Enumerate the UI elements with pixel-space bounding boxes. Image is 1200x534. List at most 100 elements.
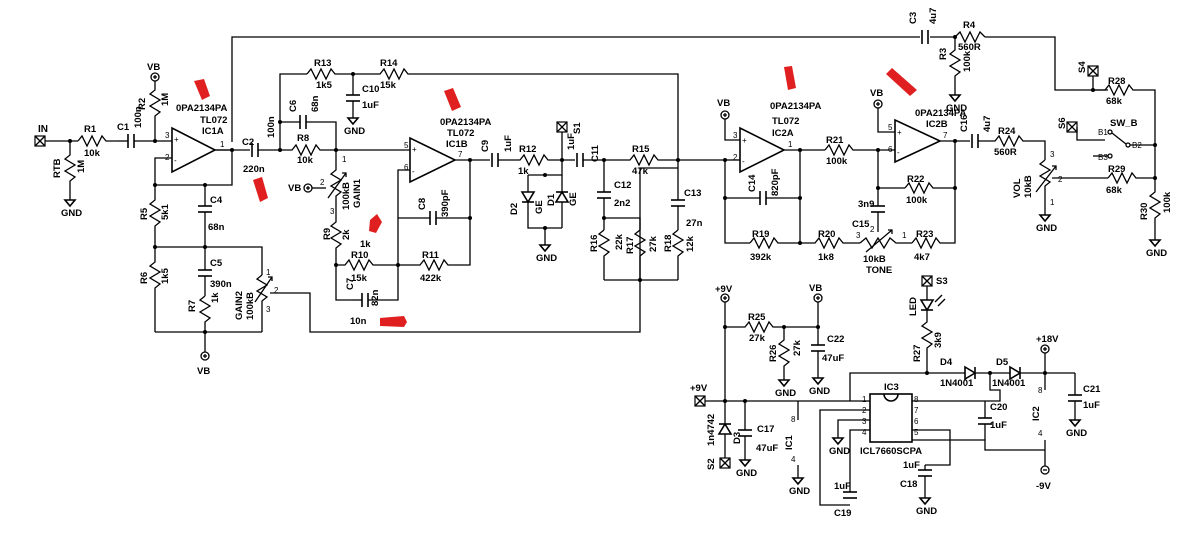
- ic3-pin4: 4: [862, 428, 867, 437]
- diode-d3: 1n4742 D3: [706, 401, 743, 458]
- ic2b-minus: -: [897, 148, 900, 157]
- led-ref: LED: [908, 297, 919, 316]
- wire-top-feed: [231, 36, 920, 142]
- ic3-pin1: 1: [862, 395, 867, 404]
- r13-ref: R13: [314, 58, 331, 69]
- d4-val: 1N4001: [940, 378, 974, 389]
- r22-ref: R22: [907, 174, 924, 185]
- r8-val: 10k: [297, 155, 314, 166]
- vb-label-power: VB: [809, 283, 822, 294]
- r5-ref: R5: [139, 207, 150, 220]
- resistor-r23: R23 4k7: [911, 150, 956, 263]
- ic2b-pin7: 7: [943, 131, 948, 140]
- resistor-r2: R2 1M: [137, 81, 171, 141]
- c22-ref: C22: [827, 334, 844, 345]
- r14-val: 15k: [380, 80, 397, 91]
- c7-ref: C7: [345, 278, 356, 290]
- sw-b-label: SW_B: [1110, 118, 1138, 129]
- r25-ref: R25: [748, 312, 766, 323]
- tone-pin1: 1: [902, 231, 907, 240]
- r27-ref: R27: [912, 345, 923, 362]
- ic1b-pin7: 7: [458, 150, 463, 159]
- c19-ref: C19: [834, 508, 851, 519]
- gain1-pin1: 1: [342, 155, 347, 164]
- opamp-ic1b: + - 5 6 7 0PA2134PA TL072 IC1B: [404, 117, 492, 184]
- capacitor-c21: C21 1uF: [1068, 373, 1101, 420]
- gnd-label-r26: GND: [775, 388, 796, 399]
- gnd-label-ic1: GND: [789, 486, 810, 497]
- r29-val: 68k: [1106, 185, 1123, 196]
- d2-val: GE: [534, 200, 545, 214]
- c21-val: 1uF: [1083, 400, 1100, 411]
- vb-label-bottom: VB: [197, 366, 210, 377]
- pot-gain2: 1 2 3 GAIN2 100kB: [234, 167, 678, 333]
- c13-ref: C13: [684, 188, 701, 199]
- s1-label: S1: [572, 122, 583, 134]
- r8-ref: R8: [297, 133, 309, 144]
- b3-label: B3: [1098, 153, 1108, 162]
- r18-ref: R18: [663, 235, 674, 252]
- resistor-r19: R19 392k: [749, 229, 800, 263]
- ic3-part: ICL7660SCPA: [860, 446, 922, 457]
- r20-ref: R20: [818, 229, 835, 240]
- gnd-label-c21: GND: [1066, 428, 1087, 439]
- ic2b-pin5: 5: [888, 123, 893, 132]
- capacitor-c12: C12 2n2: [597, 160, 631, 230]
- gnd-symbol-ic3: [831, 437, 845, 446]
- c16-ref: C16: [959, 115, 970, 132]
- gain1-ref: GAIN1: [352, 178, 363, 208]
- gain1-val: 100kB: [341, 182, 352, 210]
- resistor-r6: R6 1k5: [139, 247, 171, 332]
- ic1a-plus: +: [174, 135, 179, 144]
- r15-val: 47k: [632, 166, 649, 177]
- gnd-label-c17: GND: [736, 468, 757, 479]
- gnd-symbol-c22: [811, 377, 825, 386]
- resistor-r7: R7 1k: [187, 292, 221, 332]
- p9v-label-top: +9V: [715, 284, 733, 295]
- r10-ref: R10: [351, 250, 368, 261]
- vb-label-1: VB: [147, 62, 160, 73]
- ic1-pin8: 8: [791, 415, 796, 424]
- resistor-r22: R22 100k: [904, 174, 955, 206]
- ic2b-ref: IC2B: [926, 119, 948, 130]
- ic1b-part: TL072: [447, 128, 474, 139]
- c19-val: 1uF: [834, 481, 851, 492]
- gnd-symbol-in: [63, 199, 77, 208]
- supply-18v: +18V: [1036, 334, 1059, 354]
- d3-val: 1n4742: [706, 414, 717, 446]
- r13-val: 1k5: [316, 80, 333, 91]
- gnd-label-c10: GND: [344, 126, 365, 137]
- tone-ref: TONE: [866, 265, 892, 276]
- r17-ref: R17: [625, 237, 636, 254]
- ic1b-sub: 0PA2134PA: [440, 117, 492, 128]
- c18-val: 1uF: [903, 460, 920, 471]
- resistor-r16: R16 22k: [589, 229, 625, 280]
- r6-val: 1k5: [160, 267, 171, 284]
- ic2a-part: TL072: [772, 116, 799, 127]
- gnd-label-ic3: GND: [829, 446, 850, 457]
- resistor-r10: R10 15k: [336, 250, 398, 284]
- tone-pin2: 2: [870, 225, 875, 234]
- c11-val: 1uF: [566, 133, 577, 150]
- resistor-r12: R12 1k: [498, 144, 575, 177]
- ic1a-ref: IC1A: [202, 126, 224, 137]
- c3-ref: C3: [908, 12, 919, 24]
- ic1b-minus: -: [412, 167, 415, 176]
- red-arrow-ic1b: [444, 88, 461, 111]
- c2b-val: 100n: [266, 116, 277, 138]
- vb-label-ic2b: VB: [870, 88, 883, 99]
- vol-ref: VOL: [1012, 178, 1023, 198]
- gain2-pin2: 2: [274, 286, 279, 295]
- capacitor-c2: C2 220n: [242, 137, 265, 175]
- vb-supply-power: VB: [809, 283, 823, 303]
- resistor-r9: R9 2k 1k: [322, 212, 371, 265]
- r12-ref: R12: [519, 144, 536, 155]
- gnd-symbol-c10: [346, 117, 360, 126]
- c22-val: 47uF: [822, 353, 844, 364]
- r21-val: 100k: [826, 156, 848, 167]
- diode-d2: D2 GE: [509, 175, 562, 229]
- resistor-r14: R14 15k: [353, 58, 679, 168]
- ic3-ref: IC3: [884, 382, 899, 393]
- c14-ref: C14: [747, 174, 758, 192]
- r2-val: 1M: [160, 93, 171, 106]
